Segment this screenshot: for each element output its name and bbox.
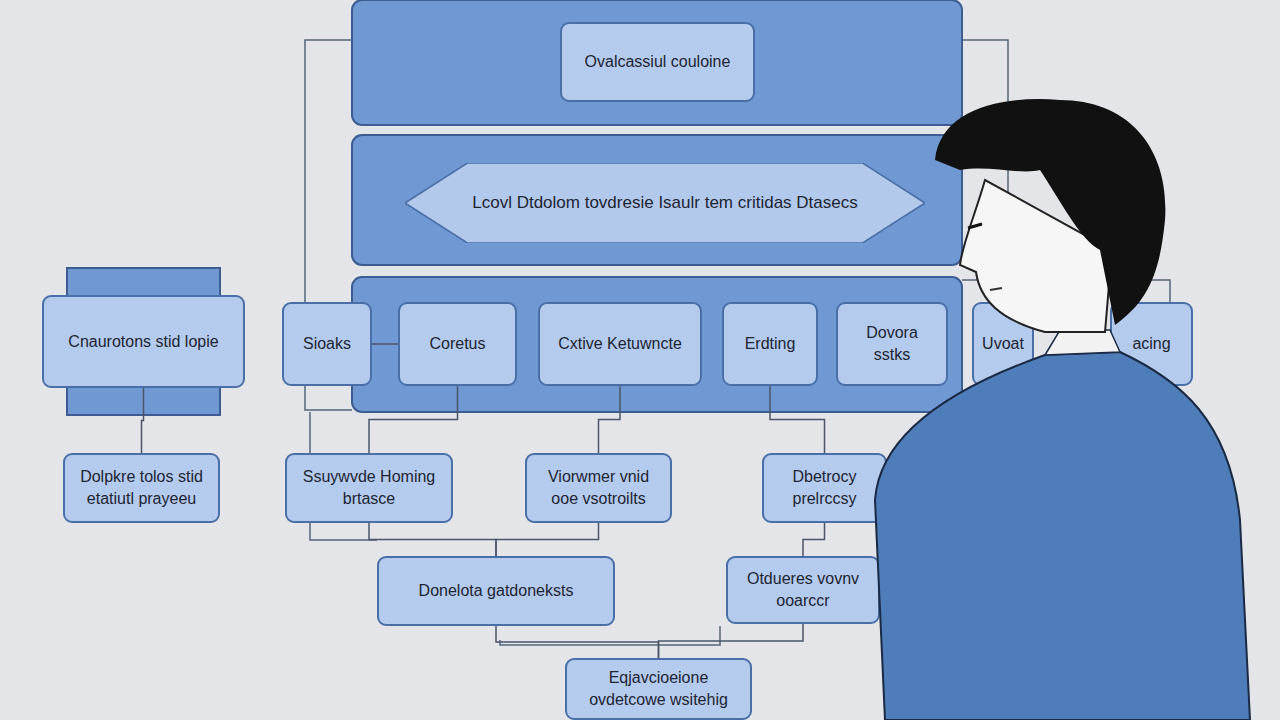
eye <box>968 224 982 228</box>
process-box: Eqjavcioeione ovdetcowe wsitehig <box>565 658 752 720</box>
node-text: Lcovl Dtdolom tovdresie Isaulr tem criti… <box>472 192 857 215</box>
node-text: Dovora sstks <box>846 322 938 365</box>
node-text: Donelota gatdoneksts <box>419 580 574 602</box>
process-box: Dovora sstks <box>836 302 948 386</box>
connector-line <box>496 523 599 556</box>
connector-line <box>803 523 825 556</box>
process-box: Sioaks <box>282 302 372 386</box>
node-text: Dbetrocy prelrccsy <box>772 466 877 509</box>
face <box>960 180 1112 332</box>
hexagon-box: Lcovl Dtdolom tovdresie Isaulr tem criti… <box>405 163 925 243</box>
frame-line <box>962 40 1008 300</box>
process-box: Otdueres vovnv ooarccr <box>726 556 880 624</box>
node-text: Sioaks <box>303 333 351 355</box>
process-box: Dolpkre tolos stid etatiutl prayeeu <box>63 453 220 523</box>
connector-line <box>496 626 659 658</box>
connector-line <box>372 343 398 345</box>
node-text: Dolpkre tolos stid etatiutl prayeeu <box>73 466 210 509</box>
process-box: acing <box>1110 302 1193 386</box>
node-text: Cnaurotons stid lopie <box>68 331 218 353</box>
process-box: Cnaurotons stid lopie <box>42 295 245 388</box>
band <box>352 135 962 265</box>
process-box: Viorwmer vnid ooe vsotroilts <box>525 453 672 523</box>
collar <box>1045 330 1120 355</box>
process-box: Dbetrocy prelrccsy <box>762 453 887 523</box>
node-text: Eqjavcioeione ovdetcowe wsitehig <box>575 667 742 710</box>
process-box: Ssuywvde Homing brtasce <box>285 453 453 523</box>
band <box>352 0 962 125</box>
process-box: Donelota gatdoneksts <box>377 556 615 626</box>
node-text: Erdting <box>745 333 796 355</box>
node-text: Ssuywvde Homing brtasce <box>295 466 443 509</box>
connector-line <box>599 386 621 453</box>
node-text: Ovalcassiul couloine <box>585 51 731 73</box>
node-text: Cxtive Ketuwncte <box>558 333 682 355</box>
frame-lines <box>305 40 1170 645</box>
band <box>352 277 962 412</box>
node-text: acing <box>1132 333 1170 355</box>
node-text: Otdueres vovnv ooarccr <box>736 568 870 611</box>
process-box: Ovalcassiul couloine <box>560 22 755 102</box>
mouth <box>990 288 1002 290</box>
connector-line <box>369 386 458 453</box>
connector-line <box>659 624 804 658</box>
node-text: Viorwmer vnid ooe vsotroilts <box>535 466 662 509</box>
node-text: Coretus <box>429 333 485 355</box>
process-box: Erdting <box>722 302 818 386</box>
process-box: Coretus <box>398 302 517 386</box>
sweater <box>875 352 1250 720</box>
connector-line <box>369 523 496 556</box>
frame-line <box>962 280 1170 302</box>
node-text: Uvoat <box>982 333 1024 355</box>
connector-line <box>770 386 825 453</box>
connector-line <box>142 388 144 453</box>
process-box: Uvoat <box>972 302 1034 386</box>
hair <box>935 99 1165 325</box>
process-box: Cxtive Ketuwncte <box>538 302 702 386</box>
